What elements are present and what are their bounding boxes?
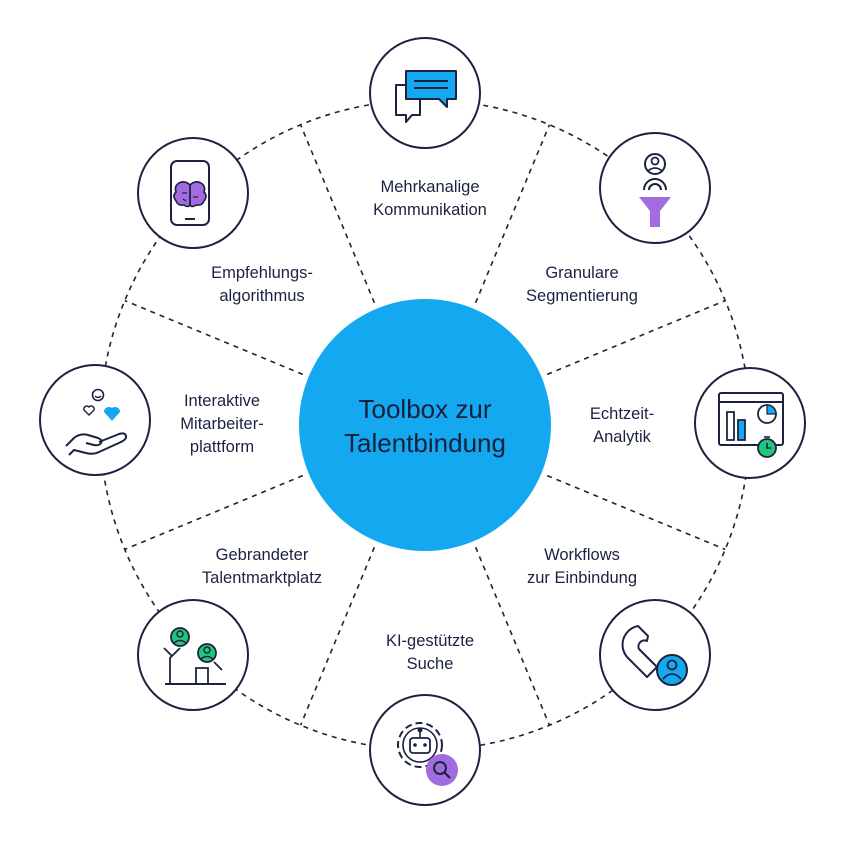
center-circle xyxy=(299,299,551,551)
divider-spokes xyxy=(124,124,726,726)
divider-spoke xyxy=(474,546,551,726)
label-gebrandeter-talentmarktplatz: Gebrandeter Talentmarktplatz xyxy=(201,546,323,587)
talent-marketplace-icon xyxy=(163,627,226,685)
center-title: Toolbox zur Talentbindung xyxy=(344,394,506,458)
divider-spoke xyxy=(474,124,551,304)
node-echtzeit-analytik xyxy=(694,367,806,479)
divider-spoke xyxy=(124,299,304,376)
hand-heart-icon xyxy=(65,388,128,456)
label-workflows-zur-einbindung: Workflows zur Einbindung xyxy=(526,546,638,587)
node-empfehlungsalgorithmus xyxy=(137,137,249,249)
label-empfehlungsalgorithmus: Empfehlungs- algorithmus xyxy=(211,264,313,305)
node-workflows-zur-einbindung xyxy=(599,599,711,711)
node-ki-gestuetzte-suche xyxy=(369,694,481,806)
node-gebrandeter-talentmarktplatz xyxy=(137,599,249,711)
analytics-dashboard-icon xyxy=(718,392,784,458)
divider-spoke xyxy=(546,474,726,551)
node-granulare-segmentierung xyxy=(599,132,711,244)
user-funnel-icon xyxy=(639,153,671,227)
phone-brain-icon xyxy=(170,160,210,226)
divider-spoke xyxy=(546,299,726,376)
magnet-user-icon xyxy=(621,625,688,686)
label-mehrkanalige-kommunikation: Mehrkanalige Kommunikation xyxy=(373,178,487,219)
node-interaktive-mitarbeiterplattform xyxy=(39,364,151,476)
divider-spoke xyxy=(299,546,376,726)
robot-gear-search-icon xyxy=(397,722,458,786)
label-granulare-segmentierung: Granulare Segmentierung xyxy=(526,264,638,305)
label-interaktive-mitarbeiterplattform: Interaktive Mitarbeiter- plattform xyxy=(180,392,264,456)
label-ki-gestuetzte-suche: KI-gestützte Suche xyxy=(385,632,475,673)
node-mehrkanalige-kommunikation xyxy=(369,37,481,149)
chat-bubbles-icon xyxy=(395,70,457,123)
label-echtzeit-analytik: Echtzeit- Analytik xyxy=(589,405,655,446)
divider-spoke xyxy=(124,474,304,551)
divider-spoke xyxy=(299,124,376,304)
